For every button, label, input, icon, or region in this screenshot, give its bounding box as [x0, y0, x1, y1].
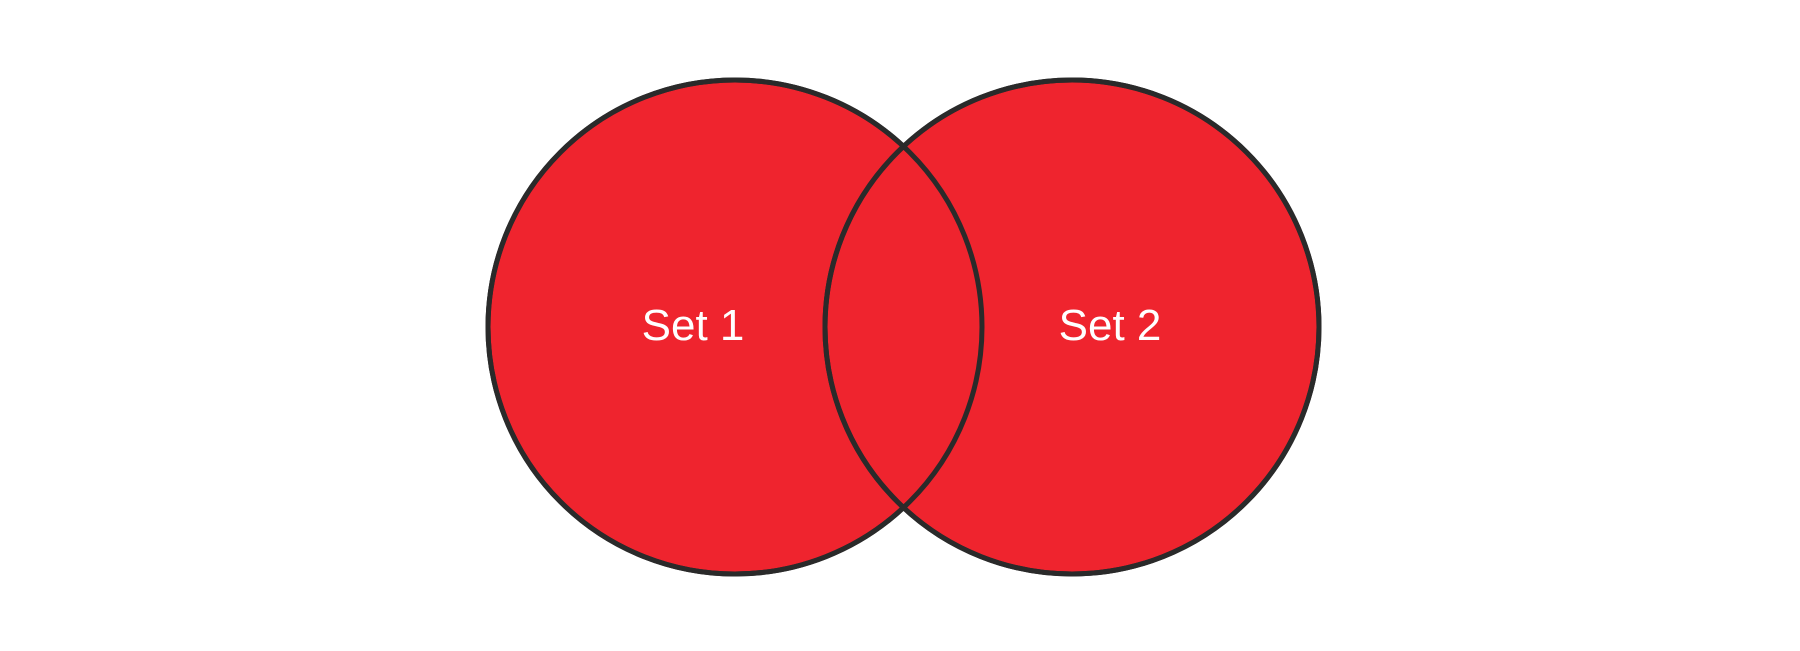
set-2-label: Set 2 — [1059, 301, 1162, 350]
set-2-outline — [822, 77, 1322, 577]
set-1-label: Set 1 — [642, 301, 745, 350]
set-1-outline — [485, 77, 985, 577]
